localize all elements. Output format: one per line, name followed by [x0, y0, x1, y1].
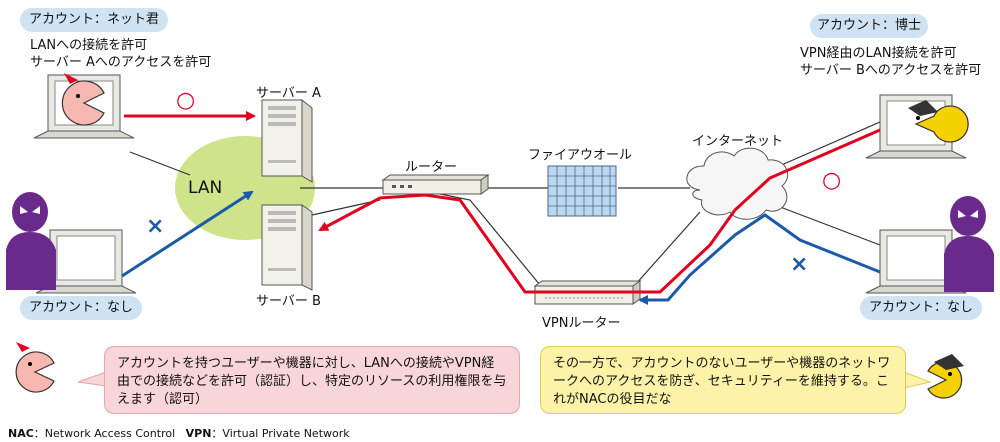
denied-arrow-lan — [121, 190, 254, 278]
permission-left-2: サーバー Aへのアクセスを許可 — [30, 55, 212, 70]
pacman-hakase-small-icon — [927, 354, 964, 399]
explanation-bubble-right: その一方で、アカウントのないユーザーや機器のネットワークへのアクセスを防ぎ、セキ… — [540, 346, 906, 414]
permission-right-2: サーバー Bへのアクセスを許可 — [800, 63, 982, 78]
permission-right-1: VPN経由のLAN接続を許可 — [800, 46, 957, 61]
laptop-icon-bottom-left — [35, 229, 137, 294]
footnote-vpn-full: ：Virtual Private Network — [211, 427, 350, 440]
denied-arrow-vpn — [638, 213, 881, 305]
server-a-icon — [261, 98, 313, 183]
intruder-icon-right — [944, 196, 994, 292]
lan-label: LAN — [188, 178, 223, 198]
account-pill-bottom-right: アカウント：なし — [860, 296, 982, 320]
vpn-router-label: VPNルーター — [542, 316, 621, 331]
allowed-arrow-vpn — [318, 128, 881, 294]
pacman-hakase-icon — [908, 100, 969, 143]
pacman-net-icon — [61, 73, 105, 126]
server-b-label: サーバー B — [256, 294, 321, 309]
account-pill-bottom-left: アカウント：なし — [20, 296, 142, 320]
cloud-icon — [686, 147, 789, 220]
footnote-nac-full: ：Network Access Control — [33, 427, 176, 440]
internet-label: インターネット — [692, 134, 784, 149]
ng-mark-right: × — [790, 252, 809, 277]
footnote-nac-abbr: NAC — [8, 427, 34, 440]
laptop-icon-bottom-right — [865, 229, 967, 294]
ok-mark-right: ○ — [822, 168, 842, 193]
permission-left-1: LANへの接続を許可 — [30, 38, 148, 53]
router-label: ルーター — [405, 160, 458, 175]
server-a-label: サーバー A — [256, 86, 321, 101]
footnote: NAC：Network Access Control VPN：Virtual P… — [8, 425, 350, 441]
firewall-label: ファイアウオール — [528, 148, 633, 163]
ng-mark-left: × — [146, 214, 165, 239]
server-b-icon — [261, 204, 313, 291]
footnote-vpn-abbr: VPN — [185, 427, 212, 440]
account-pill-top-left: アカウント：ネット君 — [20, 8, 168, 32]
intruder-icon-left — [6, 192, 56, 290]
explanation-bubble-left: アカウントを持つユーザーや機器に対し、LANへの接続やVPN経由での接続などを許… — [104, 346, 520, 414]
router-icon — [381, 174, 490, 195]
ok-mark-left: ○ — [176, 88, 196, 113]
account-pill-top-right: アカウント：博士 — [810, 14, 928, 38]
pacman-net-small-icon — [15, 342, 55, 393]
firewall-icon — [547, 165, 617, 217]
